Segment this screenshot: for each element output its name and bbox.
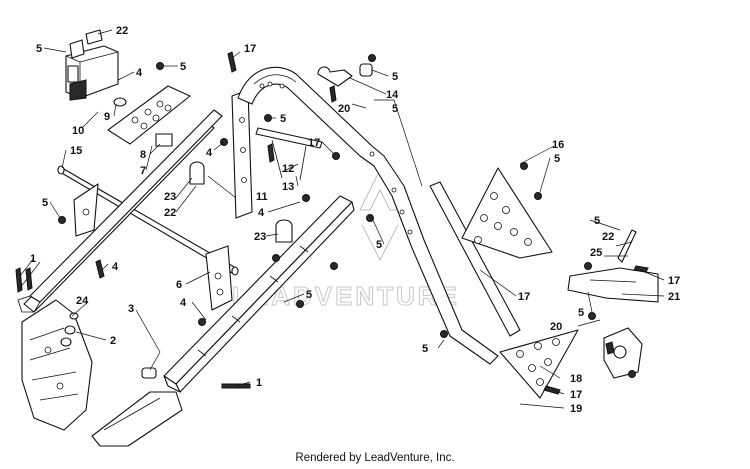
frame-tip bbox=[91, 391, 183, 447]
callout-20: 20 bbox=[338, 103, 350, 115]
lower-frame-rail bbox=[163, 195, 355, 393]
callout-17: 17 bbox=[570, 389, 582, 401]
callout-labels: 22 5 4 5 9 10 8 7 15 5 17 4 11 23 22 5 5… bbox=[30, 25, 680, 415]
gusset-right bbox=[205, 245, 233, 311]
callout-21: 21 bbox=[668, 291, 680, 303]
gusset-left bbox=[73, 183, 99, 237]
coolant-reservoir bbox=[65, 29, 119, 101]
gusset-plate-16 bbox=[461, 167, 553, 259]
hardware-bolts bbox=[15, 51, 649, 395]
callout-22: 22 bbox=[164, 207, 176, 219]
callout-20: 20 bbox=[550, 321, 562, 333]
callout-14: 14 bbox=[386, 89, 399, 101]
callout-4: 4 bbox=[206, 147, 213, 159]
mount-bracket-21 bbox=[567, 267, 659, 303]
callout-24: 24 bbox=[76, 295, 89, 307]
callout-13: 13 bbox=[282, 181, 294, 193]
callout-3: 3 bbox=[128, 303, 134, 315]
side-strip bbox=[429, 181, 521, 337]
callout-1: 1 bbox=[256, 377, 262, 389]
callout-17: 17 bbox=[668, 275, 680, 287]
callout-5: 5 bbox=[180, 61, 186, 73]
callout-4: 4 bbox=[258, 207, 265, 219]
callout-22: 22 bbox=[116, 25, 128, 37]
callout-6: 6 bbox=[176, 279, 182, 291]
reservoir-mount-plate bbox=[107, 85, 191, 145]
callout-5: 5 bbox=[36, 43, 42, 55]
callout-4: 4 bbox=[180, 297, 187, 309]
callout-5: 5 bbox=[594, 215, 600, 227]
grommet bbox=[113, 97, 173, 147]
callout-8: 8 bbox=[140, 149, 146, 161]
chassis-section bbox=[21, 299, 93, 431]
callout-5: 5 bbox=[392, 103, 398, 115]
clamp-23b bbox=[275, 219, 293, 243]
front-upper-rail bbox=[17, 109, 223, 313]
hardware-nuts bbox=[58, 54, 636, 378]
callout-15: 15 bbox=[70, 145, 82, 157]
callout-1: 1 bbox=[30, 253, 36, 265]
callout-5: 5 bbox=[376, 239, 382, 251]
callout-5: 5 bbox=[306, 289, 312, 301]
callout-12: 12 bbox=[282, 163, 294, 175]
cross-tube bbox=[57, 165, 239, 276]
actuator-assembly bbox=[603, 327, 643, 379]
callout-16: 16 bbox=[552, 139, 564, 151]
callout-5: 5 bbox=[554, 153, 560, 165]
callout-5: 5 bbox=[422, 343, 428, 355]
callout-17: 17 bbox=[518, 291, 530, 303]
strap-bracket bbox=[255, 127, 323, 181]
callout-23: 23 bbox=[254, 231, 266, 243]
main-roll-bar bbox=[237, 66, 499, 365]
gusset-plate-18 bbox=[499, 329, 579, 399]
callout-18: 18 bbox=[570, 373, 582, 385]
callout-22: 22 bbox=[602, 231, 614, 243]
callout-19: 19 bbox=[570, 403, 582, 415]
callout-23: 23 bbox=[164, 191, 176, 203]
callout-9: 9 bbox=[104, 111, 110, 123]
bushing bbox=[60, 312, 157, 379]
callout-7: 7 bbox=[140, 165, 146, 177]
tube-clamp bbox=[317, 63, 373, 87]
clamp-23a bbox=[189, 161, 205, 185]
callout-11: 11 bbox=[256, 191, 268, 203]
callout-10: 10 bbox=[72, 125, 84, 137]
callout-4: 4 bbox=[136, 67, 143, 79]
callout-5: 5 bbox=[280, 113, 286, 125]
leader-lines bbox=[19, 29, 665, 409]
upright-brace bbox=[231, 89, 253, 219]
footer-credit: Rendered by LeadVenture, Inc. bbox=[295, 452, 455, 464]
callout-17: 17 bbox=[244, 43, 256, 55]
callout-25: 25 bbox=[590, 247, 602, 259]
link-rod bbox=[617, 229, 637, 263]
callout-17: 17 bbox=[308, 137, 320, 149]
callout-2: 2 bbox=[110, 335, 116, 347]
callout-5: 5 bbox=[42, 197, 48, 209]
callout-4: 4 bbox=[112, 261, 119, 273]
callout-5: 5 bbox=[578, 307, 584, 319]
callout-5: 5 bbox=[392, 71, 398, 83]
